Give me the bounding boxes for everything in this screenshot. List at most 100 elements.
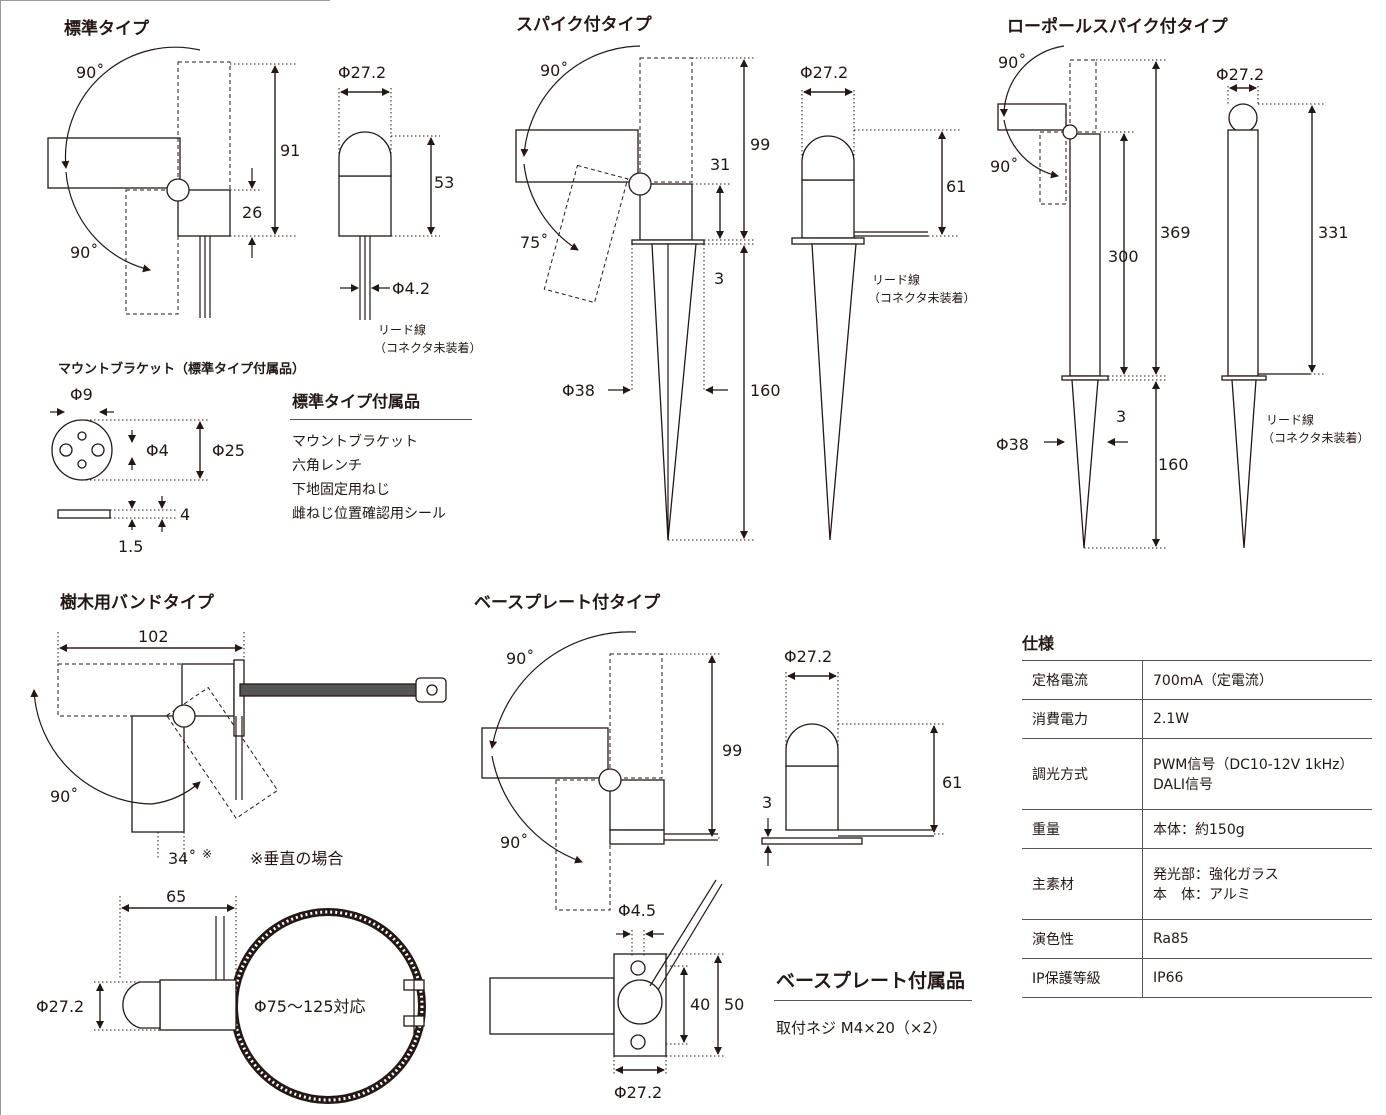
spike-dim-3: 3 [714,269,724,288]
lowpole-angle-bottom: 90˚ [990,157,1018,176]
bracket-d25: Φ25 [212,441,245,460]
title-spike: スパイク付タイプ [516,15,652,35]
std-dim-26: 26 [242,203,262,222]
base-top-head [489,977,615,1035]
tree-head-horizontal-ghost [57,663,183,717]
standard-head-down-ghost [125,189,179,315]
spec-value: Ra85 [1142,919,1372,959]
spec-value: PWM信号（DC10-12V 1kHz） [1153,757,1354,773]
tree-vertical-note: ※垂直の場合 [250,849,343,868]
spike-dim-31: 31 [710,155,730,174]
standard-front-body [338,175,392,237]
std-accessories-rule [290,419,472,420]
lowpole-dim-160: 160 [1158,455,1189,474]
standard-side-view: 90˚ 90˚ 91 26 [47,46,300,318]
base-front-plate [761,837,863,845]
std-angle-bottom: 90˚ [70,243,98,262]
standard-arc-top [61,46,201,169]
base-plate-top-view: Φ4.5 40 50 Φ27.2 [489,879,744,1102]
spec-key: 主素材 [1022,848,1143,920]
tree-band-strap [239,683,421,697]
title-standard: 標準タイプ [64,19,149,39]
spike-front-d27: Φ27.2 [800,63,848,82]
spike-body [639,183,693,241]
title-low-pole: ローポールスパイク付タイプ [1007,17,1228,37]
spike-front-body [801,179,855,239]
base-head-down-ghost [555,779,611,911]
base-body [609,779,665,831]
lowpole-stake [1071,379,1099,549]
base-head-vertical-ghost [609,653,663,779]
base-front-body [785,765,839,831]
lowpole-dim-3: 3 [1116,407,1126,426]
tree-angle-34: 34˚ [168,849,196,868]
base-front-3: 3 [762,793,772,812]
spike-front-lens [801,135,855,181]
base-accessories-title: ベースプレート付属品 [776,970,966,992]
tree-top-lens [122,981,161,1029]
std-accessories-title: 標準タイプ付属品 [292,392,421,411]
base-plate-front-view: Φ27.2 61 3 [761,647,962,866]
std-front-53: 53 [434,173,454,192]
std-lead-wire-1: リード線 [378,322,426,337]
lowpole-dim-369: 369 [1160,223,1191,242]
lowpole-d38: Φ38 [996,435,1029,454]
spec-value: DALI信号 [1153,777,1214,793]
bracket-side [57,509,111,519]
base-top-d27: Φ27.2 [614,1083,662,1102]
tree-head-down [131,715,185,833]
spike-lamp-head [515,129,639,183]
base-accessories-rule [774,1000,972,1001]
base-top-d4-5: Φ4.5 [618,901,656,920]
lowpole-pivot [1062,124,1078,140]
spec-key: 定格電流 [1022,660,1143,700]
spec-value: 本 体：アルミ [1153,887,1251,903]
base-dim-99: 99 [722,741,742,760]
spec-title: 仕様 [1022,634,1055,653]
spec-key: 消費電力 [1022,699,1143,739]
tree-band-top-view: 65 Φ27.2 Φ75〜125対応 [36,887,426,1104]
spike-stake [651,243,697,541]
spec-value: 2.1W [1142,699,1372,739]
bracket-d4: Φ4 [146,441,169,460]
spike-head-tilt-ghost [543,164,629,304]
spec-key: IP保護等級 [1022,958,1143,998]
spike-d38: Φ38 [562,381,595,400]
page-frame-top [0,0,330,1]
lowpole-front-lens [1228,103,1258,133]
tree-top-body [159,979,237,1031]
tree-d27: Φ27.2 [36,997,84,1016]
spike-lead-wire-1: リード線 [872,272,920,287]
lowpole-front-d27: Φ27.2 [1216,65,1264,84]
std-angle-top: 90˚ [76,63,104,82]
standard-pivot [166,178,190,202]
tree-head-tilt-ghost [166,686,279,820]
spike-dim-160: 160 [750,381,781,400]
tree-range: Φ75〜125対応 [254,997,366,1016]
bracket-t4: 4 [180,505,190,524]
spike-pivot [628,172,652,196]
standard-arc-bottom [65,171,151,273]
bracket-t1-5: 1.5 [118,537,143,556]
low-pole-side-view: 90˚ 90˚ 369 300 3 160 Φ38 [990,45,1191,549]
spike-angle-90: 90˚ [540,61,568,80]
standard-head-vertical-ghost [177,61,231,191]
base-angle-top: 90˚ [506,649,534,668]
tree-pivot [172,704,196,728]
standard-base-body [177,189,231,237]
spec-row: 主素材発光部：強化ガラス本 体：アルミ [1022,848,1372,920]
bracket-d9: Φ9 [70,385,93,404]
spec-value: 700mA（定電流） [1142,660,1372,700]
lowpole-front-pole [1227,129,1259,377]
std-accessory-1: マウントブラケット [292,434,418,450]
mount-bracket-drawing: Φ9 Φ4 Φ25 4 1.5 [50,385,245,556]
base-top-50: 50 [724,995,744,1014]
std-front-d4-2: Φ4.2 [392,279,430,298]
base-plate-side-view: 90˚ 90˚ 99 [481,631,742,911]
base-top-40: 40 [690,995,710,1014]
